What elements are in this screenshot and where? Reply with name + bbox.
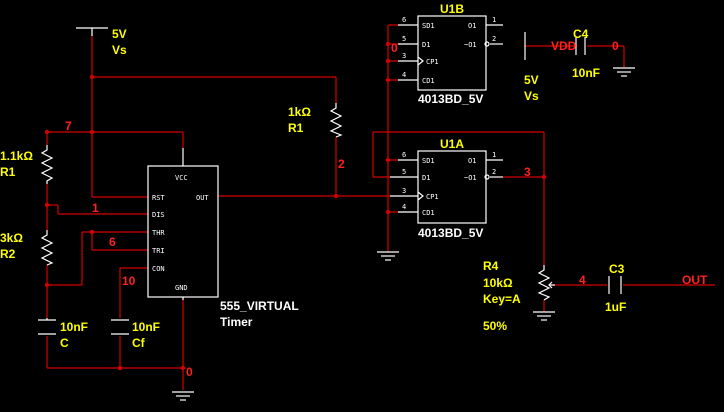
u1a-pinnum-2: 2 [492, 168, 496, 176]
u1b-pinnum-3: 3 [402, 52, 406, 60]
timer-pin-dis: DIS [152, 211, 165, 219]
wires [46, 24, 715, 390]
net-2: 2 [338, 157, 345, 171]
ground-timer [172, 391, 194, 401]
ground-pot [533, 311, 555, 321]
timer-pin-vcc: VCC [175, 174, 188, 182]
u1a-pinnum-6: 6 [402, 151, 406, 159]
vcc-top-symbol[interactable] [76, 27, 108, 36]
ground-c4 [613, 67, 635, 77]
net-10: 10 [122, 274, 136, 288]
net-0-u1b: 0 [391, 41, 398, 55]
net-3: 3 [524, 165, 531, 179]
c3-value: 1uF [605, 300, 626, 314]
u1b-pin-sd: SD1 [422, 22, 435, 30]
u1a-pin-cp: CP1 [426, 193, 439, 201]
rmid-name: R1 [288, 121, 304, 135]
u1a-part: 4013BD_5V [418, 226, 483, 240]
cf-name: Cf [132, 336, 146, 350]
u1a-body[interactable] [417, 150, 487, 224]
u1a-pins [390, 159, 503, 213]
u1b-part: 4013BD_5V [418, 92, 483, 106]
r2-name: R2 [0, 247, 16, 261]
timer-pin-con: CON [152, 265, 165, 273]
net-4: 4 [579, 273, 586, 287]
resistor-r2[interactable] [40, 230, 54, 266]
u1b-pin-cp: CP1 [426, 58, 439, 66]
junctions [44, 41, 547, 371]
u1b-pin-q: O1 [468, 22, 476, 30]
u1a-pin-q: O1 [468, 157, 476, 165]
u1a-pin-d: D1 [422, 174, 430, 182]
ground-u1 [377, 251, 399, 261]
u1a-pinnum-4: 4 [402, 203, 406, 211]
cf-value: 10nF [132, 320, 160, 334]
u1b-pin-d: D1 [422, 41, 430, 49]
vcc-right-value: 5V [524, 73, 539, 87]
r4-key: Key=A [483, 292, 521, 306]
capacitor-c4[interactable] [575, 37, 586, 55]
u1a-pinnum-1: 1 [492, 151, 496, 159]
u1b-pin-cd: CD1 [422, 77, 435, 85]
u1b-pins [398, 24, 503, 81]
r4-percent: 50% [483, 319, 507, 333]
net-6: 6 [109, 235, 116, 249]
net-1: 1 [92, 201, 99, 215]
u1a-pinnum-3: 3 [402, 187, 406, 195]
timer-pin-gnd: GND [175, 284, 188, 292]
u1b-ref: U1B [440, 2, 464, 16]
u1b-body[interactable] [417, 15, 487, 91]
u1b-pinnum-1: 1 [492, 16, 496, 24]
net-0-bottom: 0 [186, 365, 193, 379]
timer-part: 555_VIRTUAL [220, 299, 299, 313]
u1b-pinnum-2: 2 [492, 35, 496, 43]
resistor-r1[interactable] [40, 145, 54, 184]
u1b-pin-qn: ~O1 [464, 41, 477, 49]
resistor-1k[interactable] [329, 103, 343, 138]
c3-name: C3 [609, 262, 625, 276]
vdd-label: VDD [551, 39, 577, 53]
u1b-pinnum-4: 4 [402, 71, 406, 79]
timer-pin-thr: THR [152, 229, 165, 237]
capacitor-c3[interactable] [608, 276, 622, 294]
capacitor-cf[interactable] [111, 319, 129, 335]
u1a-pin-sd: SD1 [422, 157, 435, 165]
rmid-value: 1kΩ [288, 105, 311, 119]
r1-value: 1.1kΩ [0, 149, 33, 163]
r4-name: R4 [483, 259, 499, 273]
timer-name: Timer [220, 315, 253, 329]
output-label: OUT [682, 273, 708, 287]
capacitor-c[interactable] [38, 318, 56, 335]
u1a-ref: U1A [440, 137, 464, 151]
c-value: 10nF [60, 320, 88, 334]
c-name: C [60, 336, 69, 350]
net-7: 7 [65, 119, 72, 133]
r1-name: R1 [0, 165, 16, 179]
vcc-top-name: Vs [112, 43, 127, 57]
vcc-top-value: 5V [112, 27, 127, 41]
u1a-pinnum-5: 5 [402, 168, 406, 176]
timer-pin-out: OUT [196, 194, 209, 202]
c4-name: C4 [573, 27, 589, 41]
vcc-right-name: Vs [524, 89, 539, 103]
r4-value: 10kΩ [483, 276, 513, 290]
timer-pin-tri: TRI [152, 247, 165, 255]
potentiometer-r4[interactable] [537, 265, 555, 301]
timer-pin-rst: RST [152, 194, 165, 202]
r2-value: 3kΩ [0, 231, 23, 245]
u1a-pin-qn: ~O1 [464, 174, 477, 182]
u1a-pin-cd: CD1 [422, 209, 435, 217]
u1b-pinnum-5: 5 [402, 35, 406, 43]
c4-value: 10nF [572, 66, 600, 80]
u1b-pinnum-6: 6 [402, 16, 406, 24]
net-0-c4: 0 [612, 39, 619, 53]
